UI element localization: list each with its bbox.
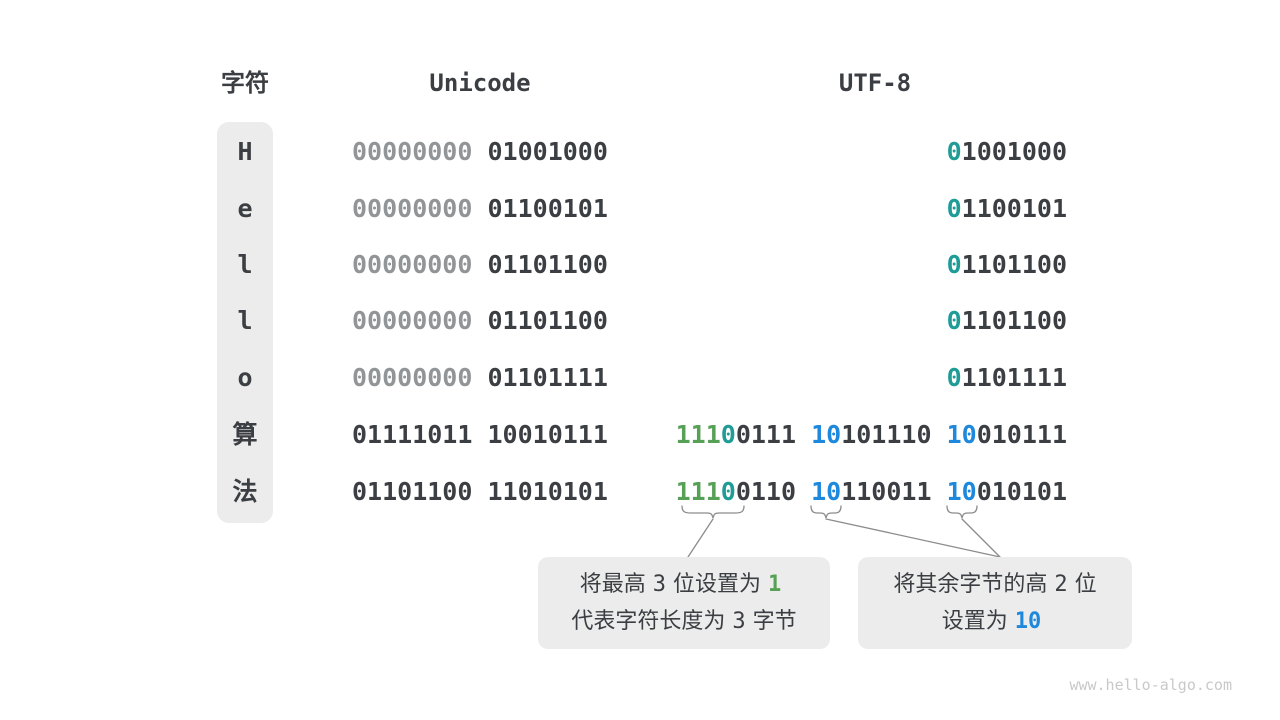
char-cell: l [237, 306, 253, 335]
watermark: www.hello-algo.com [1069, 676, 1232, 694]
bit-segment: 1001000 [961, 137, 1067, 166]
bit-segment: 00000000 [352, 306, 473, 335]
bit-segment: 11010101 [487, 477, 608, 506]
callout-text-segment: 字节 [752, 609, 797, 634]
bit-segment: 0 [946, 306, 962, 335]
column-header-utf8: UTF-8 [838, 69, 912, 97]
bit-segment: 0111 [735, 420, 797, 449]
bit-segment: 10 [811, 420, 842, 449]
char-column-background [217, 122, 273, 523]
bit-segment: 010111 [976, 420, 1067, 449]
connector-line-continuation-2 [961, 518, 1001, 558]
bit-segment: 00000000 [352, 194, 473, 223]
annotation-connectors [681, 505, 1001, 558]
callout-text-segment: 设置为 [941, 609, 1008, 634]
bit-segment: 111 [675, 420, 721, 449]
bit-segment: 10 [946, 420, 977, 449]
callout-text-segment: 10 [1014, 609, 1042, 634]
utf8-cell: 11100110 10110011 10010101 [676, 474, 1067, 510]
callout-text-segment: 2 [1054, 572, 1068, 597]
bit-segment: 101110 [841, 420, 932, 449]
bit-segment: 0 [946, 363, 962, 392]
callout-text-segment: 将其余字节的高 [893, 572, 1048, 597]
bit-segment: 01101100 [352, 477, 473, 506]
bit-segment: 0 [946, 137, 962, 166]
underbrace-continuation-bits-2 [946, 505, 978, 519]
bit-segment: 1101100 [961, 306, 1067, 335]
callout-text-segment: 代表字符长度为 [571, 609, 726, 634]
unicode-cell: 01111011 10010111 [352, 417, 608, 453]
bit-segment: 0 [720, 477, 736, 506]
bit-segment: 01101100 [487, 250, 608, 279]
bit-segment: 10010111 [487, 420, 608, 449]
utf8-cell: 01101100 [947, 247, 1067, 283]
char-cell: l [237, 250, 253, 279]
bit-segment: 00000000 [352, 363, 473, 392]
bit-segment: 10 [946, 477, 977, 506]
callout-text-segment: 将最高 [579, 572, 646, 597]
bit-segment: 01111011 [352, 420, 473, 449]
unicode-cell: 00000000 01100101 [352, 191, 608, 227]
unicode-cell: 00000000 01101111 [352, 360, 608, 396]
underbrace-continuation-bits-1 [810, 505, 842, 519]
bit-segment: 1101111 [961, 363, 1067, 392]
utf8-cell: 01100101 [947, 191, 1067, 227]
callout-text-segment: 1 [768, 572, 782, 597]
unicode-cell: 00000000 01101100 [352, 303, 608, 339]
bit-segment: 01101100 [487, 306, 608, 335]
callout-text-segment: 位设置为 [673, 572, 762, 597]
char-cell: o [237, 363, 253, 392]
utf8-cell: 11100111 10101110 10010111 [676, 417, 1067, 453]
bit-segment: 110011 [841, 477, 932, 506]
bit-segment: 01101111 [487, 363, 608, 392]
callout-text-segment: 位 [1074, 572, 1097, 597]
char-cell: H [237, 137, 253, 166]
bit-segment: 0 [946, 250, 962, 279]
connector-line-leading [687, 518, 714, 558]
utf8-cell: 01001000 [947, 134, 1067, 170]
callout-text-segment: 3 [652, 572, 666, 597]
bit-segment: 1100101 [961, 194, 1067, 223]
bit-segment: 0110 [735, 477, 797, 506]
unicode-cell: 00000000 01101100 [352, 247, 608, 283]
bit-segment: 0 [946, 194, 962, 223]
char-cell: 法 [232, 477, 258, 506]
bit-segment: 1101100 [961, 250, 1067, 279]
utf8-cell: 01101111 [947, 360, 1067, 396]
unicode-cell: 00000000 01001000 [352, 134, 608, 170]
bit-segment: 10 [811, 477, 842, 506]
connector-line-continuation-1 [825, 518, 1001, 558]
column-header-char: 字符 [221, 69, 269, 97]
callout-text-segment: 3 [732, 609, 746, 634]
bit-segment: 0 [720, 420, 736, 449]
unicode-cell: 01101100 11010101 [352, 474, 608, 510]
bit-segment: 111 [675, 477, 721, 506]
bit-segment: 00000000 [352, 250, 473, 279]
bit-segment: 01100101 [487, 194, 608, 223]
underbrace-leading-bits [681, 505, 745, 519]
char-cell: e [237, 194, 253, 223]
bit-segment: 010101 [976, 477, 1067, 506]
char-cell: 算 [232, 420, 258, 449]
bit-segment: 00000000 [352, 137, 473, 166]
column-header-unicode: Unicode [429, 69, 531, 97]
utf8-cell: 01101100 [947, 303, 1067, 339]
bit-segment: 01001000 [487, 137, 608, 166]
